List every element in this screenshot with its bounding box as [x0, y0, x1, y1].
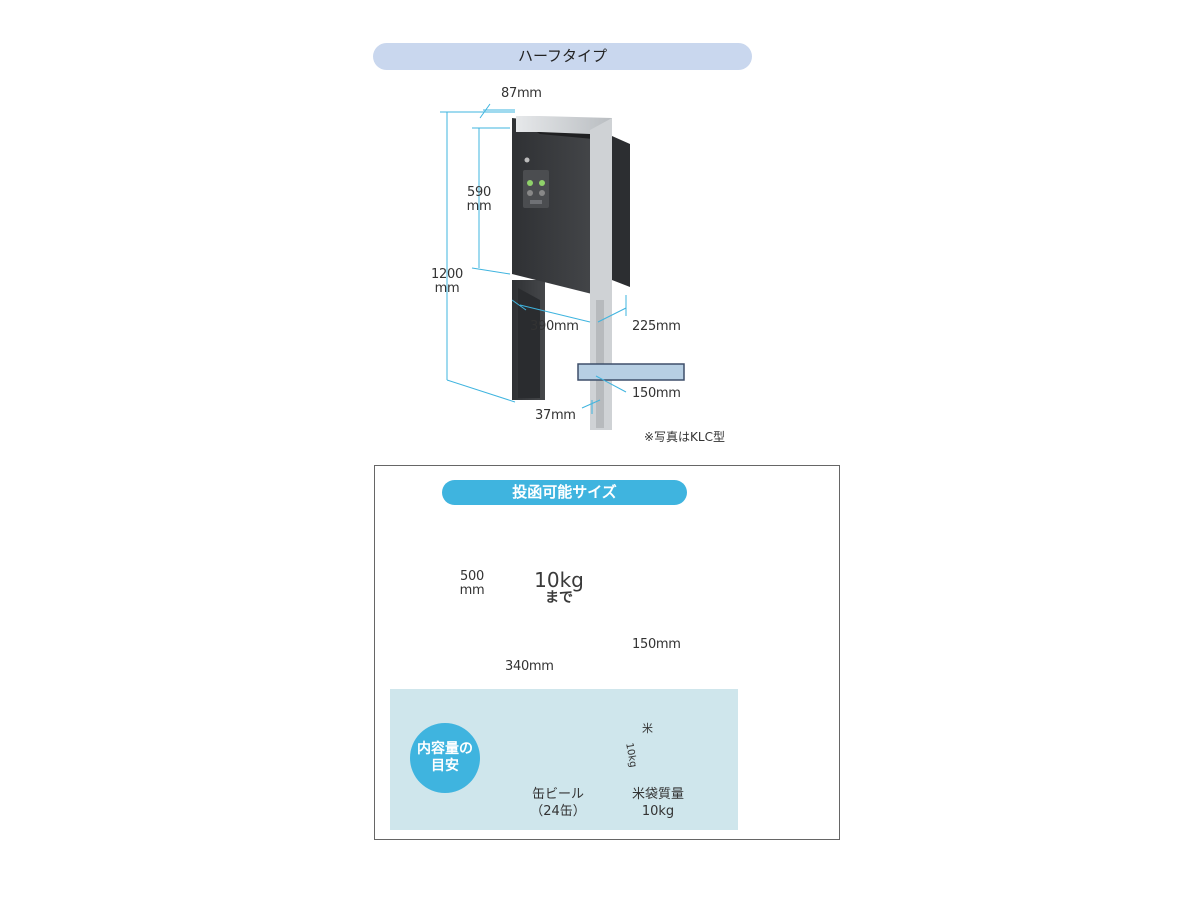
photo-note: ※写真はKLC型	[644, 430, 725, 444]
beer-caption-line1: 缶ビール	[531, 787, 584, 802]
dim-post-width: 37mm	[535, 408, 576, 423]
mailbox-control-panel	[523, 170, 549, 208]
ground-slab	[577, 363, 685, 381]
dim-insert-depth: 150mm	[632, 637, 681, 652]
dim-insert-height-num: 500	[460, 569, 484, 584]
dim-post-depth: 150mm	[632, 386, 681, 401]
mailbox-key-hole	[524, 157, 530, 163]
dim-insert-width: 340mm	[505, 659, 554, 674]
rice-caption: 米袋質量 10kg	[618, 787, 698, 821]
half-type-title: ハーフタイプ	[373, 43, 752, 70]
dim-total-height-unit: mm	[434, 280, 460, 296]
dim-door-height-num: 590	[467, 185, 491, 200]
capacity-badge: 内容量の 目安	[410, 723, 480, 793]
cube-weight-sub: まで	[545, 590, 573, 606]
beer-caption-line2: （24缶）	[530, 803, 586, 819]
dim-total-height-num: 1200	[431, 267, 463, 282]
dim-top-width: 87mm	[501, 86, 542, 101]
cube-weight: 10kg	[534, 568, 584, 592]
dim-door-height-unit: mm	[466, 198, 492, 214]
cube-weight-label: 10kg まで	[512, 570, 606, 606]
capacity-badge-line2: 目安	[431, 758, 459, 774]
capacity-badge-line1: 内容量の	[417, 740, 473, 757]
rice-caption-line1: 米袋質量	[631, 787, 684, 802]
rice-bag-mark: 米	[642, 722, 653, 735]
beer-caption: 缶ビール （24缶）	[518, 787, 598, 821]
mailbox-body	[512, 118, 600, 296]
dim-door-height: 590 mm	[459, 186, 499, 213]
dim-insert-height: 500 mm	[452, 570, 492, 597]
mailbox-back-panel	[612, 136, 630, 287]
dim-total-height: 1200 mm	[425, 268, 469, 295]
dim-depth: 225mm	[632, 319, 681, 334]
dim-width: 390mm	[530, 319, 579, 334]
insert-size-title: 投函可能サイズ	[442, 480, 687, 505]
rice-caption-line2: 10kg	[641, 803, 675, 819]
dim-insert-height-unit: mm	[459, 582, 485, 598]
